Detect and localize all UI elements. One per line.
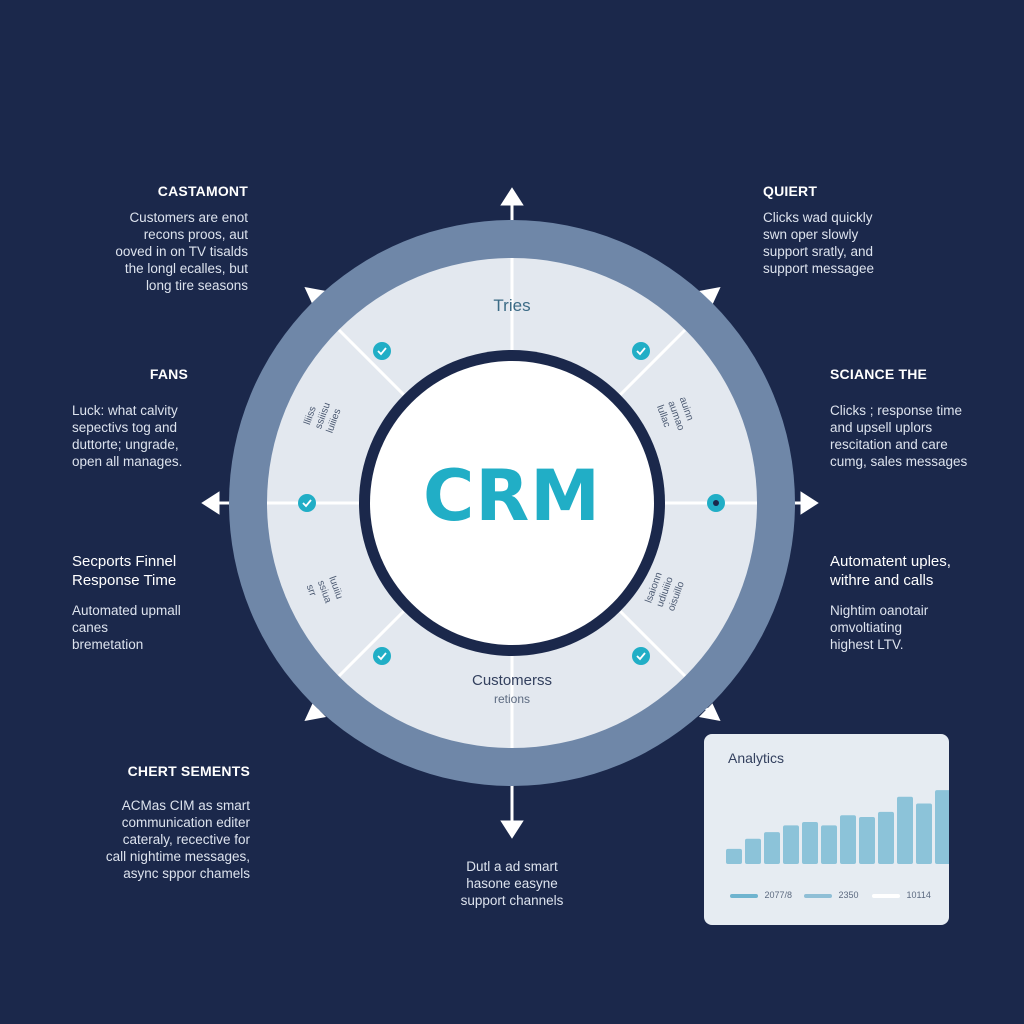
- analytics-bar: [821, 825, 837, 864]
- chert-heading: CHERT SEMENTS: [127, 763, 250, 779]
- analytics-bar: [726, 848, 742, 864]
- bottom-ring-sublabel: retions: [493, 692, 531, 706]
- automatent-heading: Automatent uples, withre and calls: [830, 553, 951, 589]
- arrowhead-lower-right: [698, 703, 721, 722]
- check-icon: [298, 494, 316, 512]
- analytics-bar: [802, 822, 818, 864]
- arrowhead-lower-left: [304, 703, 327, 722]
- analytics-bar: [897, 796, 913, 864]
- check-icon: [632, 342, 650, 360]
- automatent-block: Automatent uples, withre and calls Night…: [830, 552, 1010, 653]
- quiert-heading: QUIERT: [763, 183, 818, 199]
- check-markers: [298, 342, 725, 665]
- arrowhead-down: [500, 820, 524, 839]
- analytics-bar: [878, 811, 894, 864]
- legend-swatch: [872, 893, 900, 898]
- legend-swatch: [730, 893, 758, 898]
- arrowhead-right: [800, 491, 819, 515]
- legend-item-2: 2350: [804, 890, 859, 900]
- analytics-bar: [745, 838, 761, 864]
- check-icon: [632, 647, 650, 665]
- castamont-heading: CASTAMONT: [157, 183, 248, 199]
- check-icon: [373, 647, 391, 665]
- analytics-bar: [859, 816, 875, 864]
- sciance-block: SCIANCE THE Clicks ; response time and u…: [830, 366, 1010, 470]
- bottom-block: Dutl a ad smart hasone easyne support ch…: [460, 859, 564, 908]
- inner-spokes: [267, 258, 757, 748]
- arrowhead-upper-right: [698, 286, 721, 305]
- arrowhead-up: [500, 187, 524, 206]
- analytics-bar: [916, 803, 932, 864]
- fans-block: FANS Luck: what calvity sepectivs tog an…: [72, 366, 252, 470]
- bottom-ring-label: Customerss: [471, 672, 553, 689]
- secports-heading: Secports Finnel Response Time: [72, 553, 177, 589]
- analytics-title: Analytics: [728, 750, 785, 766]
- core-circle: [370, 361, 654, 645]
- top-ring-label: Tries: [493, 296, 531, 315]
- fans-heading: FANS: [149, 366, 188, 382]
- analytics-bar-chart: [726, 790, 949, 864]
- legend-item-3: 10114: [872, 890, 931, 900]
- chert-block: CHERT SEMENTS ACMas CIM as smart communi…: [60, 763, 250, 882]
- crm-title: CRM: [423, 455, 601, 537]
- quiert-block: QUIERT Clicks wad quickly swn oper slowl…: [763, 183, 963, 277]
- arrowhead-left: [201, 491, 220, 515]
- secports-block: Secports Finnel Response Time Automated …: [72, 552, 252, 653]
- analytics-card: Analytics 2077/8 2350 10114: [704, 734, 949, 925]
- analytics-bar: [935, 790, 949, 864]
- legend-swatch: [804, 893, 832, 898]
- sciance-heading: SCIANCE THE: [830, 366, 928, 382]
- castamont-block: CASTAMONT Customers are enot recons proo…: [60, 183, 248, 294]
- analytics-bar: [764, 832, 780, 864]
- check-icon: [373, 342, 391, 360]
- analytics-bar: [840, 815, 856, 864]
- legend-item-1: 2077/8: [730, 890, 792, 900]
- analytics-bar: [783, 825, 799, 864]
